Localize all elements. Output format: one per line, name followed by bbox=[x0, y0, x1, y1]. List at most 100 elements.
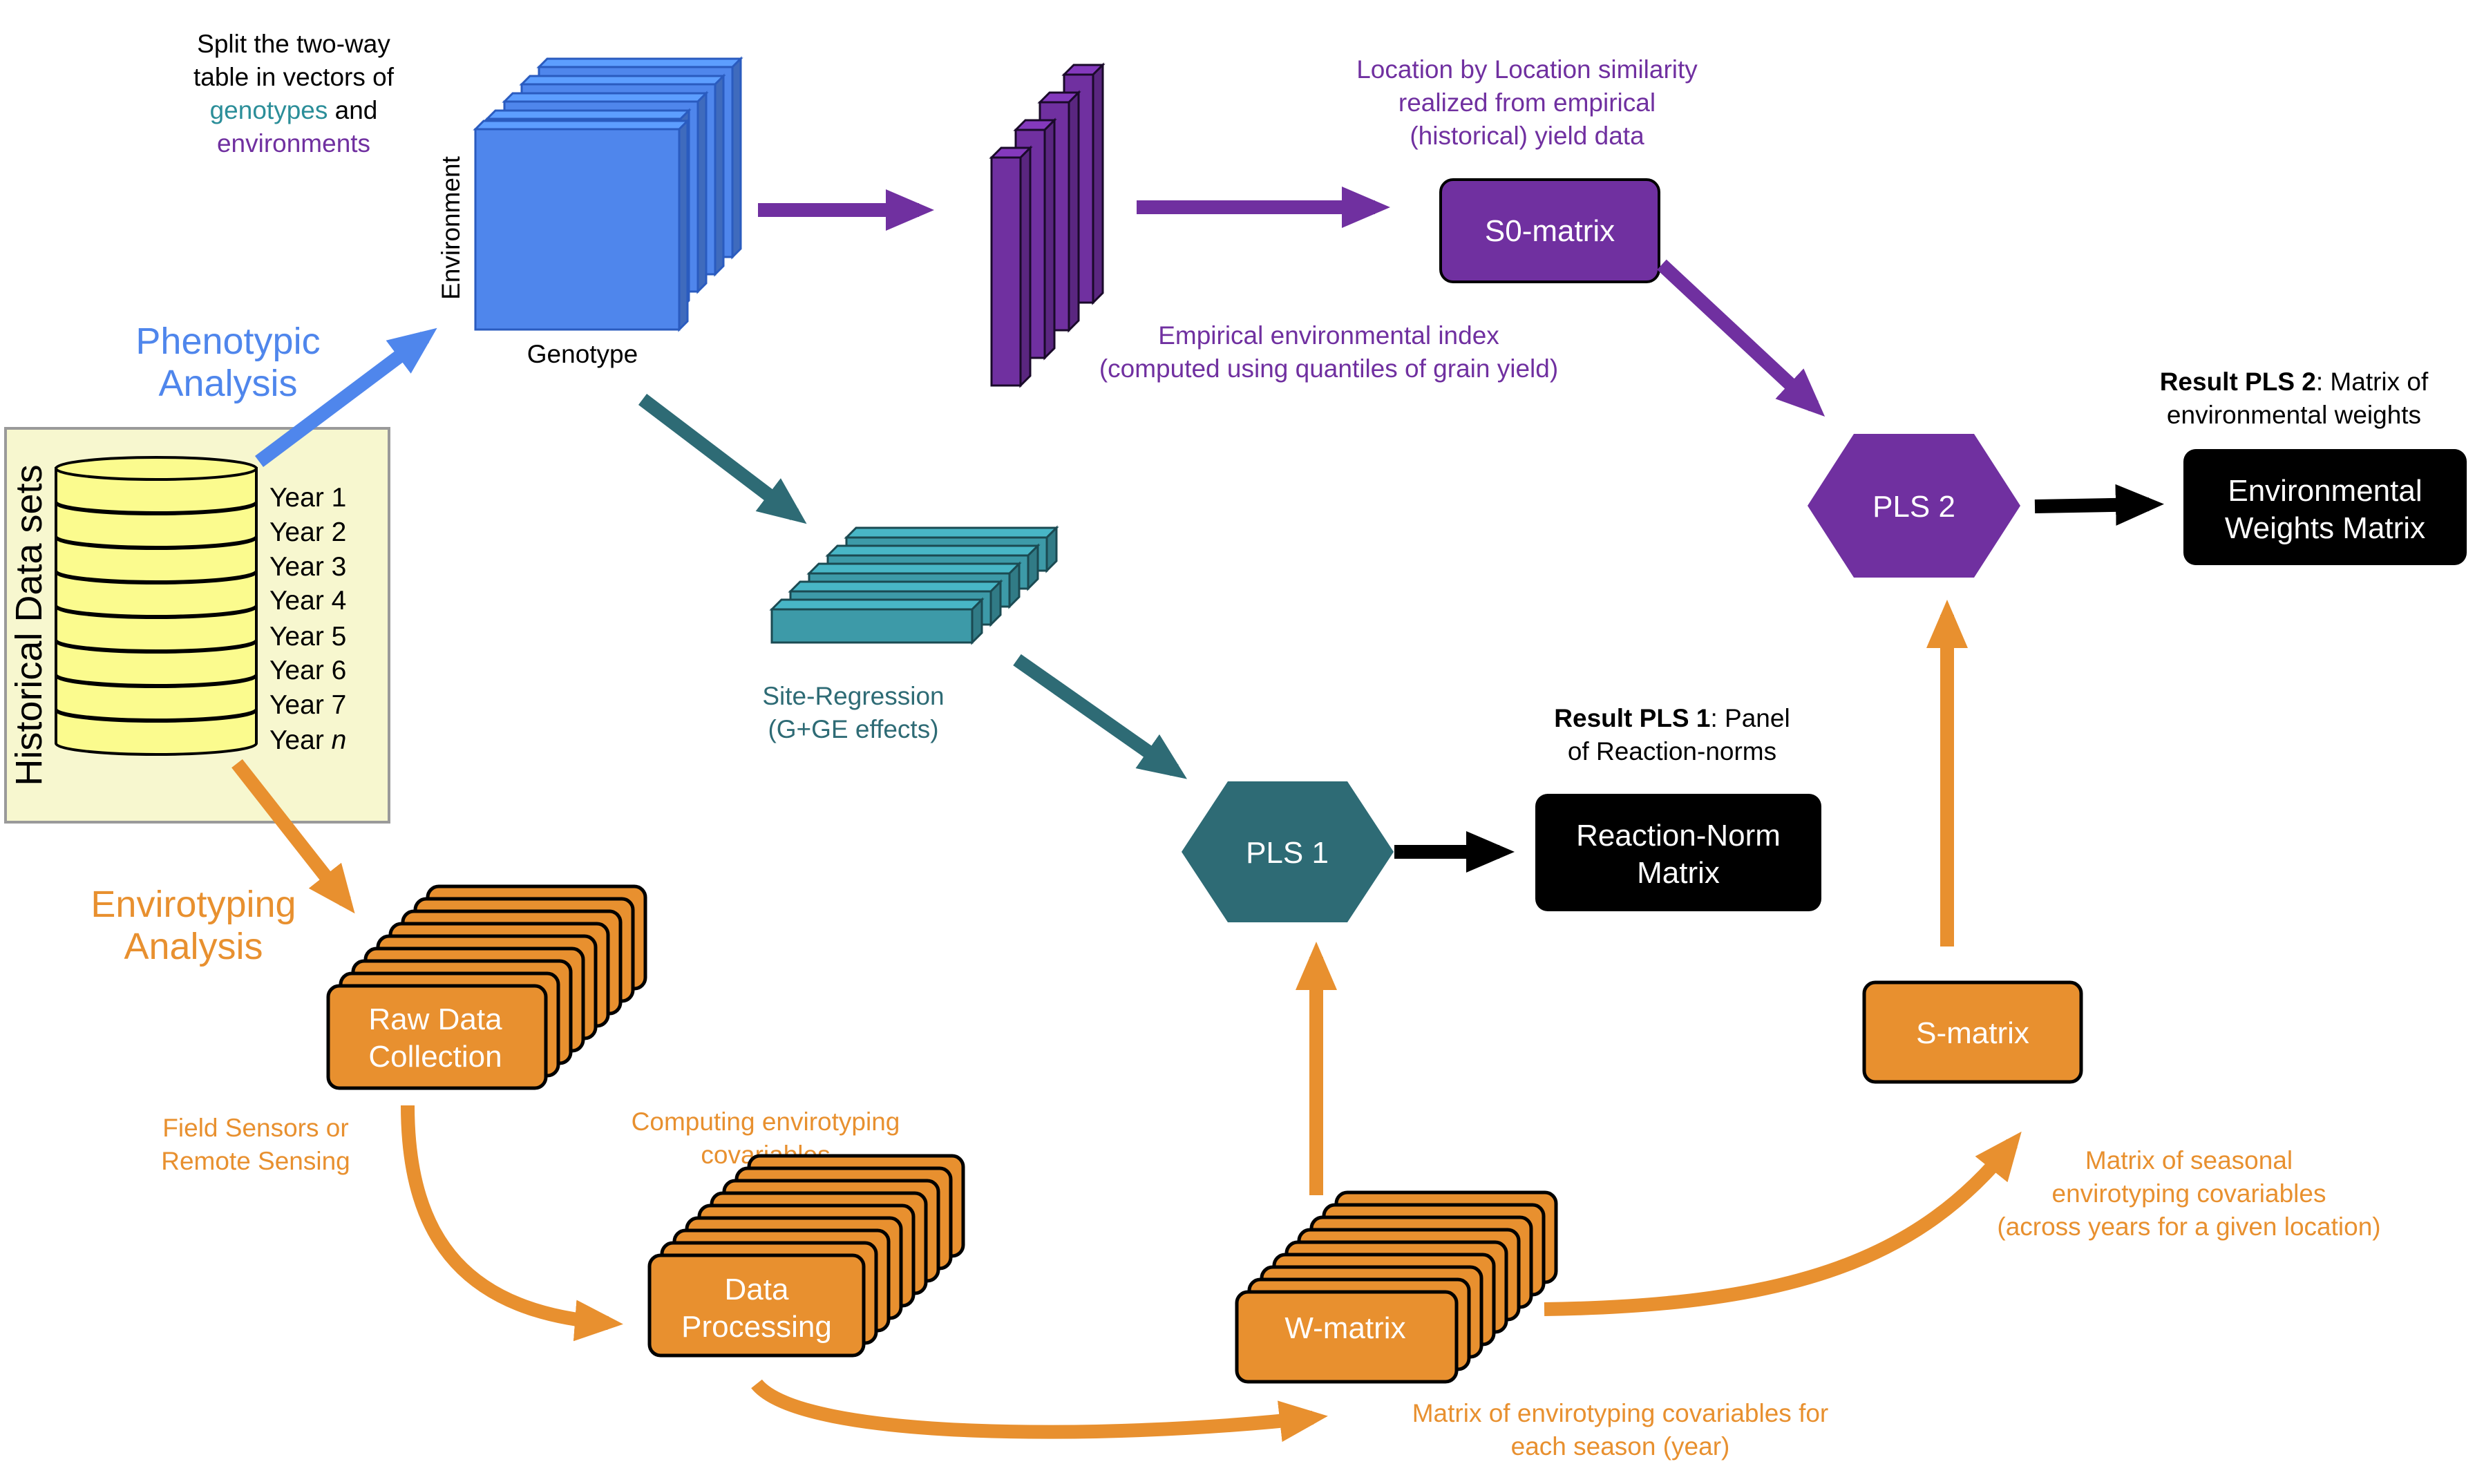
site-regression-note: Site-Regression (G+GE effects) bbox=[762, 682, 944, 743]
year-label: Year 5 bbox=[269, 622, 346, 651]
arrow-s0-to-pls2 bbox=[1657, 259, 1826, 417]
svg-text:Phenotypic: Phenotypic bbox=[135, 321, 320, 362]
year-disc bbox=[55, 640, 258, 687]
svg-text:Result PLS 2: Matrix of: Result PLS 2: Matrix of bbox=[2160, 368, 2429, 396]
year-database-cylinder-icon bbox=[55, 456, 258, 756]
arrow-historical-to-raw-data bbox=[231, 759, 355, 914]
svg-text:Weights Matrix: Weights Matrix bbox=[2225, 511, 2425, 545]
genotype-axis-label: Genotype bbox=[527, 340, 638, 368]
year-label: Year 4 bbox=[269, 586, 346, 616]
svg-text:Collection: Collection bbox=[368, 1040, 502, 1074]
year-disc bbox=[55, 536, 258, 583]
year-label: Year 2 bbox=[269, 517, 346, 547]
genotype-by-environment-table bbox=[473, 56, 743, 332]
envirotyping-analysis-label: Envirotyping Analysis bbox=[91, 884, 296, 967]
svg-text:Envirotyping: Envirotyping bbox=[91, 884, 296, 925]
regression-bar bbox=[769, 597, 985, 645]
stack-card bbox=[647, 1253, 866, 1358]
year-disc bbox=[55, 571, 258, 618]
svg-text:environments: environments bbox=[217, 129, 370, 158]
raw-data-collection-stack[interactable] bbox=[326, 884, 647, 1090]
svg-text:table in vectors of: table in vectors of bbox=[193, 63, 395, 91]
stack-card bbox=[1235, 1290, 1459, 1384]
year-label: Year 1 bbox=[269, 483, 346, 513]
svg-text:PLS 1: PLS 1 bbox=[1246, 836, 1329, 870]
phenotypic-arrow bbox=[255, 327, 437, 467]
year-disc bbox=[55, 674, 258, 721]
w-matrix-note: Matrix of envirotyping covariables for e… bbox=[1412, 1399, 1829, 1461]
location-similarity-note: Location by Location similarity realized… bbox=[1356, 55, 1698, 150]
svg-text:Computing envirotyping: Computing envirotyping bbox=[632, 1107, 900, 1136]
arrow-table-to-site-regression bbox=[638, 394, 807, 524]
result-pls2-note: Result PLS 2: Matrix of environmental we… bbox=[2160, 368, 2429, 429]
arrow-raw-to-processing bbox=[401, 1105, 623, 1342]
svg-text:environmental weights: environmental weights bbox=[2167, 401, 2421, 429]
historical-data-panel: Historical Data sets Year 1 Year 2 Year … bbox=[4, 427, 390, 824]
svg-text:Raw Data: Raw Data bbox=[368, 1002, 502, 1036]
svg-text:S0-matrix: S0-matrix bbox=[1485, 214, 1615, 248]
svg-text:Field Sensors or: Field Sensors or bbox=[162, 1114, 348, 1142]
year-disc-top bbox=[55, 456, 258, 481]
svg-text:each season (year): each season (year) bbox=[1511, 1432, 1730, 1461]
environment-vectors bbox=[989, 62, 1106, 388]
pls2-hexagon[interactable]: PLS 2 bbox=[1808, 434, 2020, 578]
year-disc bbox=[55, 709, 258, 756]
svg-text:(G+GE effects): (G+GE effects) bbox=[768, 715, 938, 743]
s-matrix-box[interactable]: S-matrix bbox=[1862, 980, 2083, 1084]
year-list: Year 1 Year 2 Year 3 Year 4 Year 5 Year … bbox=[269, 483, 346, 755]
w-matrix-stack[interactable] bbox=[1235, 1190, 1558, 1384]
result-pls1-note: Result PLS 1: Panel of Reaction-norms bbox=[1554, 704, 1790, 765]
data-processing-stack[interactable] bbox=[647, 1154, 965, 1358]
s-matrix-note: Matrix of seasonal envirotyping covariab… bbox=[1997, 1146, 2380, 1241]
svg-text:Matrix: Matrix bbox=[1637, 856, 1720, 890]
pls1-hexagon[interactable]: PLS 1 bbox=[1182, 781, 1394, 922]
data-processing-label: Data Processing bbox=[681, 1273, 832, 1344]
year-label: Year 6 bbox=[269, 656, 346, 685]
stack-card bbox=[326, 984, 548, 1090]
reaction-norm-matrix-box[interactable]: Reaction-Norm Matrix bbox=[1535, 794, 1821, 911]
year-disc bbox=[55, 502, 258, 549]
year-label: Year 3 bbox=[269, 552, 346, 582]
w-matrix-label: W-matrix bbox=[1284, 1311, 1405, 1345]
svg-text:envirotyping covariables: envirotyping covariables bbox=[2052, 1179, 2326, 1208]
svg-text:Result PLS 1: Panel: Result PLS 1: Panel bbox=[1554, 704, 1790, 732]
arrow-w-matrix-to-s-matrix bbox=[1544, 1131, 2022, 1316]
svg-text:Remote Sensing: Remote Sensing bbox=[161, 1147, 350, 1175]
environmental-weights-matrix-box[interactable]: Environmental Weights Matrix bbox=[2183, 449, 2467, 565]
svg-text:Reaction-Norm: Reaction-Norm bbox=[1576, 819, 1781, 853]
svg-text:Analysis: Analysis bbox=[124, 926, 263, 967]
svg-text:Site-Regression: Site-Regression bbox=[762, 682, 944, 710]
raw-data-collection-label: Raw Data Collection bbox=[368, 1002, 502, 1074]
svg-text:Split the two-way: Split the two-way bbox=[197, 30, 390, 58]
split-note-line3: genotypes and bbox=[210, 96, 378, 124]
svg-text:(computed using quantiles of g: (computed using quantiles of grain yield… bbox=[1099, 354, 1558, 383]
arrow-processing-to-w-matrix bbox=[751, 1379, 1328, 1443]
svg-text:Location by Location similarit: Location by Location similarity bbox=[1356, 55, 1698, 84]
svg-text:Analysis: Analysis bbox=[158, 363, 297, 404]
svg-text:realized from empirical: realized from empirical bbox=[1398, 88, 1656, 117]
svg-text:Data: Data bbox=[725, 1273, 789, 1306]
s0-matrix-box[interactable]: S0-matrix bbox=[1439, 178, 1660, 283]
year-label-n: Year n bbox=[269, 725, 346, 755]
svg-text:S-matrix: S-matrix bbox=[1916, 1016, 2029, 1050]
field-sensors-note: Field Sensors or Remote Sensing bbox=[161, 1114, 350, 1175]
svg-text:Environmental: Environmental bbox=[2228, 474, 2422, 508]
svg-text:Matrix of seasonal: Matrix of seasonal bbox=[2085, 1146, 2293, 1174]
year-disc bbox=[55, 467, 258, 514]
vector-bar bbox=[989, 145, 1033, 388]
year-disc bbox=[55, 605, 258, 652]
year-label: Year 7 bbox=[269, 690, 346, 720]
svg-text:(across years for a given loca: (across years for a given location) bbox=[1997, 1212, 2380, 1241]
arrow-site-regression-to-pls1 bbox=[1013, 654, 1188, 779]
arrow-pls2-to-weights bbox=[2034, 484, 2164, 526]
svg-text:(historical) yield data: (historical) yield data bbox=[1410, 122, 1644, 150]
svg-text:PLS 2: PLS 2 bbox=[1872, 490, 1955, 524]
historical-title: Historical Data sets bbox=[8, 464, 50, 786]
phenotypic-analysis-label: Phenotypic Analysis bbox=[135, 321, 320, 404]
svg-text:Matrix of envirotyping covaria: Matrix of envirotyping covariables for bbox=[1412, 1399, 1829, 1427]
svg-text:Empirical environmental index: Empirical environmental index bbox=[1158, 321, 1499, 350]
env-index-note: Empirical environmental index (computed … bbox=[1099, 321, 1558, 383]
table-layer bbox=[473, 118, 690, 332]
